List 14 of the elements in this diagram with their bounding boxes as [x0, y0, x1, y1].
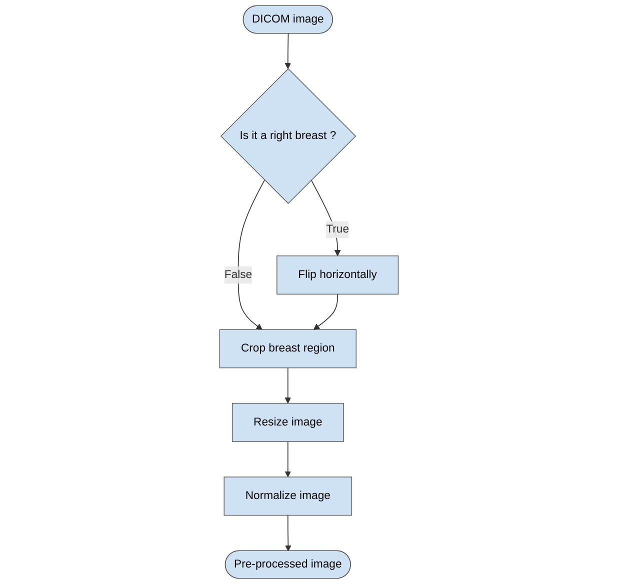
arrow: [237, 180, 265, 330]
edge-label: True: [326, 223, 349, 236]
node-box: Resize image: [232, 402, 344, 442]
arrow: [284, 514, 291, 552]
node-diamond: Is it a right breast ?: [220, 68, 356, 204]
node-box: Normalize image: [223, 476, 352, 516]
arrow: [310, 180, 340, 256]
arrow: [284, 367, 291, 404]
node-box: Flip horizontally: [276, 256, 398, 294]
node-box: Crop breast region: [218, 329, 356, 368]
arrow: [312, 294, 338, 330]
arrow: [284, 441, 291, 478]
arrow: [284, 33, 291, 70]
edge-label: False: [224, 268, 252, 281]
